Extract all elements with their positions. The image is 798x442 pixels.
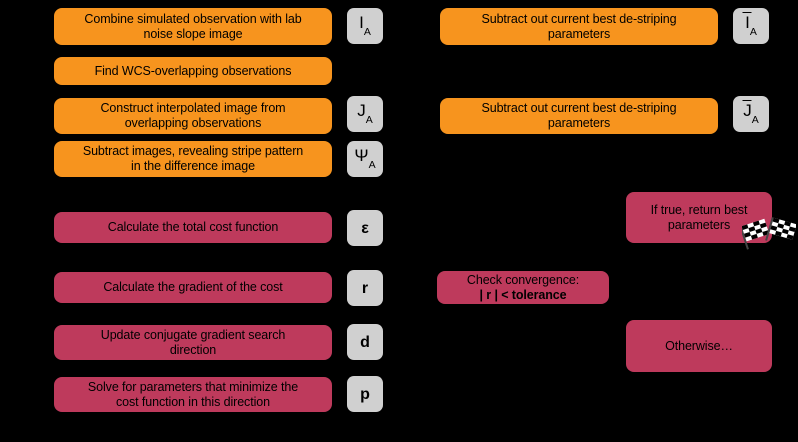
node-subtract-best-1-text: Subtract out current best de-striping pa… bbox=[481, 11, 677, 41]
badge-symbol: ΨA bbox=[354, 145, 376, 172]
node-solve-parameters-text: Solve for parameters that minimize the c… bbox=[87, 379, 299, 409]
node-otherwise[interactable]: Otherwise… bbox=[626, 320, 772, 372]
badge-symbol: ε bbox=[361, 219, 369, 237]
badge-symbol: JA bbox=[357, 100, 373, 127]
badge-symbol: IA bbox=[359, 12, 371, 39]
node-return-best-text: If true, return best parameters bbox=[650, 202, 748, 232]
node-construct-text: Construct interpolated image from overla… bbox=[100, 101, 286, 130]
badge-symbol: p bbox=[360, 385, 370, 403]
node-combine-text: Combine simulated observation with lab n… bbox=[84, 11, 302, 41]
node-subtract-images-text: Subtract images, revealing stripe patter… bbox=[82, 144, 304, 173]
node-subtract-best-2-text: Subtract out current best de-striping pa… bbox=[481, 101, 677, 130]
node-check-convergence[interactable]: Check convergence: | r | < tolerance bbox=[437, 271, 609, 304]
node-return-best[interactable]: If true, return best parameters bbox=[626, 192, 772, 243]
badge-symbol: d bbox=[360, 333, 370, 351]
badge-symbol: JA bbox=[743, 100, 759, 127]
node-subtract-best-1[interactable]: Subtract out current best de-striping pa… bbox=[440, 8, 718, 45]
badge-r: r bbox=[347, 270, 383, 306]
badge-symbol: IA bbox=[745, 12, 757, 39]
node-subtract-images[interactable]: Subtract images, revealing stripe patter… bbox=[54, 141, 332, 177]
badge-epsilon: ε bbox=[347, 210, 383, 246]
node-combine[interactable]: Combine simulated observation with lab n… bbox=[54, 8, 332, 45]
node-otherwise-text: Otherwise… bbox=[665, 338, 733, 353]
node-total-cost[interactable]: Calculate the total cost function bbox=[54, 212, 332, 243]
badge-d: d bbox=[347, 324, 383, 360]
node-check-convergence-text: Check convergence: | r | < tolerance bbox=[466, 272, 580, 302]
node-construct[interactable]: Construct interpolated image from overla… bbox=[54, 98, 332, 134]
badge-I-bar-A: IA bbox=[733, 8, 769, 44]
node-update-direction-text: Update conjugate gradient search directi… bbox=[100, 327, 286, 357]
badge-psi-A: ΨA bbox=[347, 141, 383, 177]
node-subtract-best-2[interactable]: Subtract out current best de-striping pa… bbox=[440, 98, 718, 134]
node-gradient[interactable]: Calculate the gradient of the cost bbox=[54, 272, 332, 303]
badge-symbol: r bbox=[361, 279, 369, 297]
badge-p: p bbox=[347, 376, 383, 412]
node-total-cost-text: Calculate the total cost function bbox=[107, 220, 279, 234]
node-solve-parameters[interactable]: Solve for parameters that minimize the c… bbox=[54, 377, 332, 412]
node-find-wcs[interactable]: Find WCS-overlapping observations bbox=[54, 57, 332, 85]
convergence-condition: | r | < tolerance bbox=[479, 287, 567, 302]
node-gradient-text: Calculate the gradient of the cost bbox=[103, 280, 283, 294]
badge-J-A: JA bbox=[347, 96, 383, 132]
badge-I-A: IA bbox=[347, 8, 383, 44]
badge-J-bar-A: JA bbox=[733, 96, 769, 132]
node-update-direction[interactable]: Update conjugate gradient search directi… bbox=[54, 325, 332, 360]
node-find-wcs-text: Find WCS-overlapping observations bbox=[94, 63, 292, 78]
